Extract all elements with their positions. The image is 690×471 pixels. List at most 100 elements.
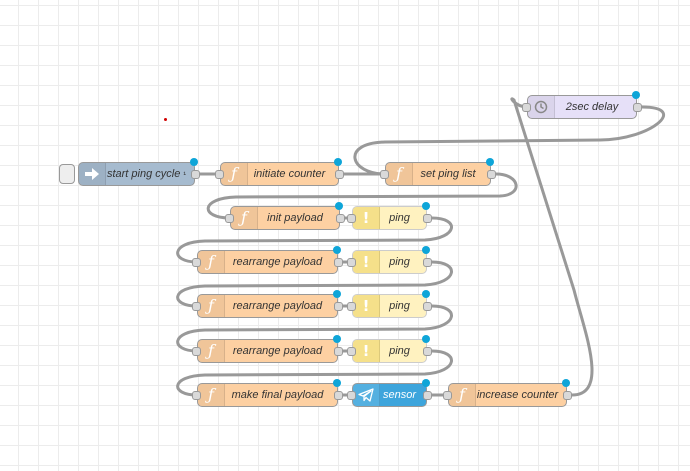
function-icon: ƒ (386, 163, 413, 185)
inject-trigger-button[interactable] (59, 164, 75, 184)
status-indicator (333, 379, 341, 387)
node-ping-2[interactable]: ! ping (347, 246, 432, 274)
function-icon: ƒ (198, 384, 225, 406)
status-indicator (335, 202, 343, 210)
status-indicator (422, 335, 430, 343)
wire-set-ping-list-to-init-payload[interactable] (206, 172, 518, 220)
canvas-marker-dot (164, 118, 167, 121)
node-label: initiate counter (253, 168, 326, 180)
node-init-payload[interactable]: ƒ init payload (225, 202, 345, 230)
node-rearrange-payload-1[interactable]: ƒ rearrange payload (192, 246, 343, 274)
output-port[interactable] (334, 347, 343, 356)
function-icon: ƒ (231, 207, 258, 229)
node-label: ping (389, 345, 410, 357)
node-label: init payload (267, 212, 323, 224)
node-label-suffix: ¹ (183, 169, 187, 179)
status-indicator (562, 379, 570, 387)
output-port[interactable] (423, 302, 432, 311)
output-port[interactable] (423, 347, 432, 356)
status-indicator (333, 335, 341, 343)
node-ping-4[interactable]: ! ping (347, 335, 432, 363)
node-label: rearrange payload (232, 345, 323, 357)
node-ping-1[interactable]: ! ping (347, 202, 432, 230)
status-indicator (486, 158, 494, 166)
node-rearrange-payload-3[interactable]: ƒ rearrange payload (192, 335, 343, 363)
output-port[interactable] (336, 214, 345, 223)
node-label: rearrange payload (232, 256, 323, 268)
function-icon: ƒ (221, 163, 248, 185)
node-label: start ping cycle (106, 168, 181, 180)
input-port[interactable] (443, 391, 452, 400)
node-label: set ping list (420, 168, 476, 180)
wire-2sec-delay-to-set-ping-list[interactable] (353, 105, 666, 176)
output-port[interactable] (191, 170, 200, 179)
status-indicator (422, 379, 430, 387)
input-port[interactable] (192, 347, 201, 356)
exclamation-icon: ! (353, 295, 380, 317)
exclamation-icon: ! (353, 251, 380, 273)
output-port[interactable] (335, 170, 344, 179)
wire-ping-2-to-rearrange-2[interactable] (176, 260, 453, 308)
status-indicator (333, 246, 341, 254)
output-port[interactable] (423, 258, 432, 267)
status-indicator (333, 290, 341, 298)
clock-icon (528, 96, 555, 118)
input-port[interactable] (215, 170, 224, 179)
node-make-final-payload[interactable]: ƒ make final payload (192, 379, 343, 407)
function-icon: ƒ (198, 251, 225, 273)
input-port[interactable] (225, 214, 234, 223)
output-port[interactable] (423, 214, 432, 223)
output-port[interactable] (423, 391, 432, 400)
input-port[interactable] (522, 103, 531, 112)
node-label: 2sec delay (565, 101, 619, 113)
exclamation-icon: ! (353, 207, 380, 229)
status-indicator (422, 290, 430, 298)
output-port[interactable] (334, 391, 343, 400)
function-icon: ƒ (449, 384, 476, 406)
node-increase-counter[interactable]: ƒ increase counter (443, 379, 572, 407)
input-port[interactable] (192, 391, 201, 400)
output-port[interactable] (563, 391, 572, 400)
node-label: ping (389, 256, 410, 268)
wire-increase-counter-to-2sec-delay[interactable] (510, 97, 594, 397)
node-label: ping (389, 212, 410, 224)
status-indicator (334, 158, 342, 166)
node-2sec-delay[interactable]: 2sec delay (522, 91, 642, 119)
output-port[interactable] (633, 103, 642, 112)
output-port[interactable] (334, 302, 343, 311)
status-indicator (422, 202, 430, 210)
paper-plane-icon (353, 384, 380, 406)
output-port[interactable] (487, 170, 496, 179)
input-port[interactable] (347, 214, 356, 223)
node-label: make final payload (231, 389, 324, 401)
node-label: rearrange payload (232, 300, 323, 312)
output-port[interactable] (334, 258, 343, 267)
node-label: sensor (382, 389, 417, 401)
status-indicator (422, 246, 430, 254)
node-ping-3[interactable]: ! ping (347, 290, 432, 318)
wire-ping-1-to-rearrange-1[interactable] (176, 216, 453, 264)
arrow-right-icon (79, 163, 106, 185)
wire-ping-4-to-make-final[interactable] (176, 349, 453, 397)
status-indicator (632, 91, 640, 99)
exclamation-icon: ! (353, 340, 380, 362)
input-port[interactable] (347, 258, 356, 267)
input-port[interactable] (192, 302, 201, 311)
input-port[interactable] (380, 170, 389, 179)
function-icon: ƒ (198, 340, 225, 362)
input-port[interactable] (347, 347, 356, 356)
node-initiate-counter[interactable]: ƒ initiate counter (215, 158, 344, 186)
status-indicator (190, 158, 198, 166)
input-port[interactable] (347, 391, 356, 400)
node-sensor[interactable]: sensor (347, 379, 432, 407)
input-port[interactable] (347, 302, 356, 311)
node-set-ping-list[interactable]: ƒ set ping list (380, 158, 496, 186)
input-port[interactable] (192, 258, 201, 267)
node-label: ping (389, 300, 410, 312)
wire-ping-3-to-rearrange-3[interactable] (176, 304, 453, 353)
node-rearrange-payload-2[interactable]: ƒ rearrange payload (192, 290, 343, 318)
node-label: increase counter (476, 389, 559, 401)
